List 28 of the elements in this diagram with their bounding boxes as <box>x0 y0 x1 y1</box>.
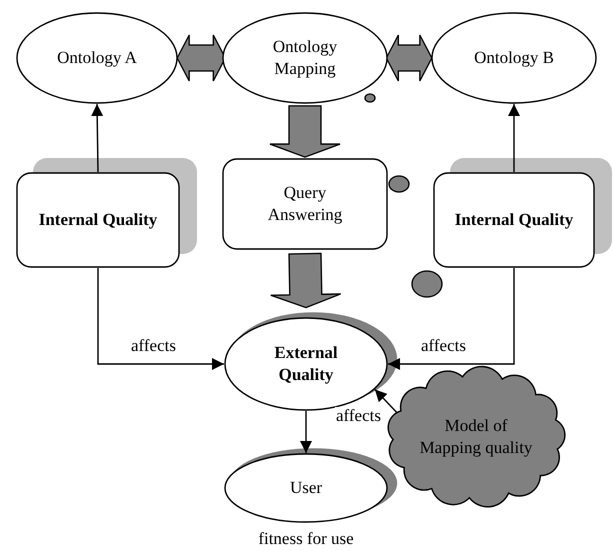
node-label: Internal Quality <box>454 208 574 231</box>
arrow <box>97 268 224 370</box>
ellipse-node <box>431 12 597 104</box>
node-label: External Quality <box>273 342 339 386</box>
node-label: Ontology B <box>474 46 554 69</box>
node-label: User <box>290 476 322 499</box>
arrow <box>300 411 312 453</box>
ellipse-node <box>16 12 178 104</box>
block-arrow <box>270 252 342 308</box>
node-label: Ontology A <box>57 46 137 69</box>
rounded-box <box>433 172 595 268</box>
arrow <box>91 104 104 172</box>
rounded-box <box>222 158 388 250</box>
ellipse-node <box>224 453 388 523</box>
rounded-box <box>16 172 180 268</box>
node-label: Internal Quality <box>38 208 158 231</box>
node-label: Model of Mapping quality <box>418 414 534 459</box>
node-caption: fitness for use <box>258 529 354 549</box>
arrow <box>508 104 520 172</box>
node-label: Ontology Mapping <box>272 36 338 80</box>
node-label: Query Answering <box>266 182 344 226</box>
block-arrow <box>386 34 433 82</box>
cloud-shape <box>385 368 567 506</box>
arrow <box>388 268 515 370</box>
ellipse-node <box>222 12 388 104</box>
arrow <box>374 388 398 414</box>
ellipse-node <box>224 317 388 411</box>
block-arrow <box>269 105 341 158</box>
